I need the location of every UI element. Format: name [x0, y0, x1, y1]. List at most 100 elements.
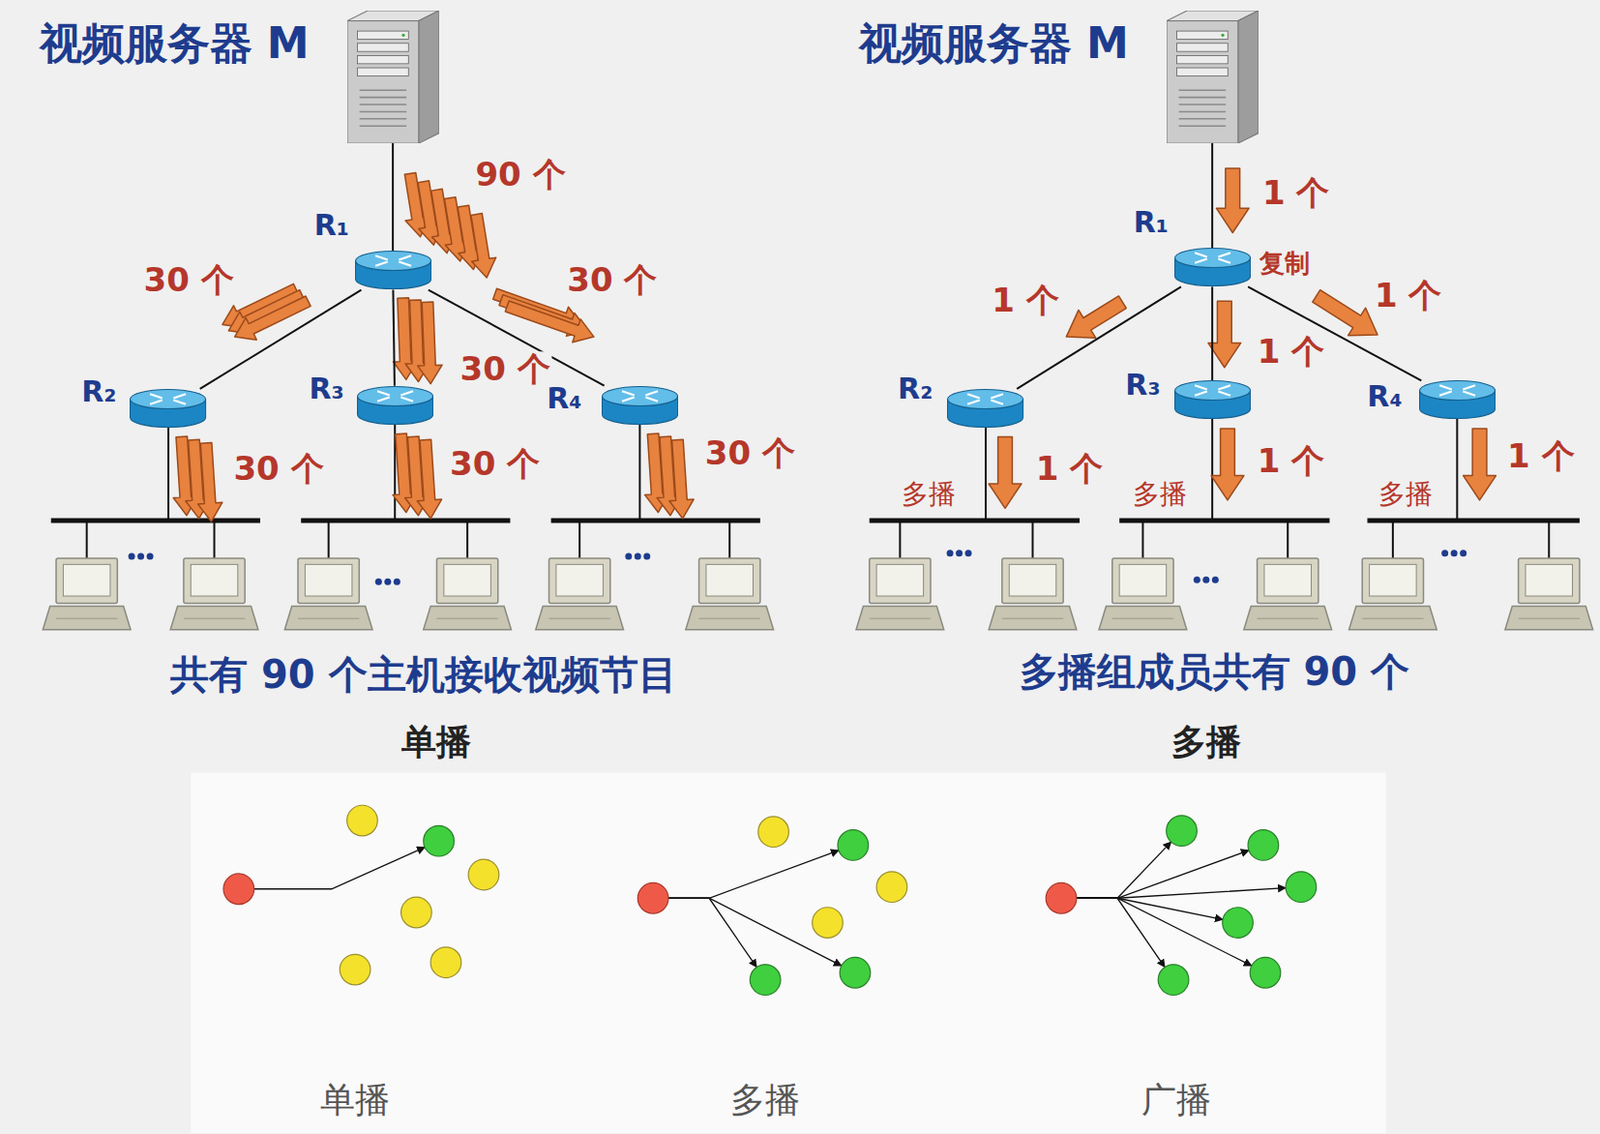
host-dot — [1249, 956, 1281, 988]
cast-arrow — [1061, 897, 1165, 967]
lan-bus — [1119, 517, 1330, 523]
host-dot — [401, 896, 433, 928]
host-computer — [988, 520, 1077, 630]
host-dot — [468, 859, 500, 890]
packet-arrow — [1215, 168, 1249, 233]
count-label: 30 个 — [564, 262, 659, 298]
host-computer — [1505, 520, 1594, 630]
router-icon — [129, 388, 207, 428]
ellipsis-dot — [955, 549, 963, 557]
host-dot — [839, 956, 871, 988]
router-label: R₂ — [897, 371, 933, 404]
host-dot — [339, 953, 371, 985]
packet-arrow — [471, 213, 497, 278]
router: R₃ — [1174, 380, 1251, 419]
router: R₃ — [356, 385, 434, 425]
router-label: R₃ — [1125, 367, 1160, 400]
panel-title: 单播 — [399, 722, 474, 762]
router-label: R₁ — [314, 208, 350, 241]
ellipsis-dot — [147, 552, 154, 560]
count-label: 1 个 — [1255, 333, 1328, 370]
cast-arrow — [238, 847, 425, 889]
packet-arrow — [1463, 428, 1497, 501]
cast-type-label: 广播 — [1139, 1080, 1214, 1120]
server-icon — [1166, 10, 1259, 144]
packet-arrow — [988, 436, 1022, 508]
packet-arrow — [1211, 428, 1245, 501]
host-computer — [42, 520, 131, 630]
router-icon — [947, 388, 1024, 428]
router: R₁ — [1174, 247, 1251, 287]
packet-arrow — [235, 296, 311, 340]
host-computer — [535, 520, 624, 630]
count-label: 30 个 — [458, 351, 553, 387]
router: R₂ — [947, 388, 1024, 428]
ellipsis-dot — [947, 549, 954, 557]
router: R₄ — [1419, 380, 1496, 419]
host-computer — [423, 520, 512, 630]
host-dot — [1285, 871, 1317, 903]
router: R₂ — [129, 388, 207, 428]
host-computer — [170, 520, 259, 630]
ellipsis-dot — [634, 552, 642, 560]
server-label: 视频服务器 M — [859, 20, 1129, 67]
lan-bus — [300, 517, 510, 523]
count-label: 1 个 — [1372, 277, 1445, 314]
host-dot — [637, 882, 669, 914]
cast-arrow — [652, 897, 757, 967]
lan-bus — [1366, 517, 1579, 523]
host-dot — [1157, 964, 1189, 996]
host-computer — [1349, 520, 1438, 630]
packet-arrow — [416, 439, 442, 519]
cast-arrow — [1061, 888, 1286, 899]
ellipsis-dot — [624, 552, 632, 560]
packet-arrow — [1312, 290, 1378, 336]
ellipsis-dot — [1202, 576, 1210, 584]
ellipsis-dot — [965, 549, 973, 557]
router: R₄ — [601, 385, 679, 425]
video-server: 视频服务器 M — [1166, 10, 1259, 144]
host-computer — [1098, 520, 1187, 630]
panel-ground — [190, 772, 1386, 1133]
host-computer — [685, 520, 774, 630]
host-dot — [812, 907, 844, 939]
host-computer — [284, 520, 373, 630]
ellipsis-dot — [1459, 549, 1467, 557]
ellipsis-dot — [1193, 576, 1201, 584]
router: R₁ — [355, 250, 432, 290]
host-dot — [876, 871, 908, 903]
count-label: 1 个 — [989, 282, 1062, 319]
cast-arrow — [1061, 841, 1172, 898]
packet-arrow — [669, 439, 694, 519]
ellipsis-dot — [643, 552, 651, 560]
host-dot — [1247, 829, 1279, 861]
router-label: R₄ — [1366, 380, 1402, 413]
cast-type-label: 多播 — [728, 1080, 802, 1120]
server-label: 视频服务器 M — [39, 20, 310, 67]
host-dot — [1166, 815, 1198, 847]
host-dot — [1045, 882, 1077, 914]
host-computer — [856, 520, 945, 630]
ellipsis-dot — [375, 578, 383, 586]
host-dot — [837, 829, 869, 861]
cast-arrow — [652, 897, 842, 966]
network-link — [1211, 286, 1214, 381]
host-dot — [749, 964, 781, 996]
video-server: 视频服务器 M — [347, 10, 440, 144]
ellipsis-dot — [128, 552, 136, 560]
count-label: 30 个 — [447, 445, 542, 482]
ellipsis-dot — [384, 578, 391, 586]
router-icon — [1419, 380, 1496, 419]
network-link — [392, 290, 395, 386]
router-icon — [1174, 247, 1251, 287]
annotation: 多播 — [1376, 478, 1435, 509]
router-label: R₁ — [1133, 205, 1169, 238]
caption: 多播组成员共有 90 个 — [1017, 650, 1413, 693]
host-dot — [758, 816, 790, 848]
host-dot — [1222, 907, 1254, 939]
count-label: 1 个 — [1034, 451, 1106, 488]
host-computer — [1244, 520, 1333, 630]
